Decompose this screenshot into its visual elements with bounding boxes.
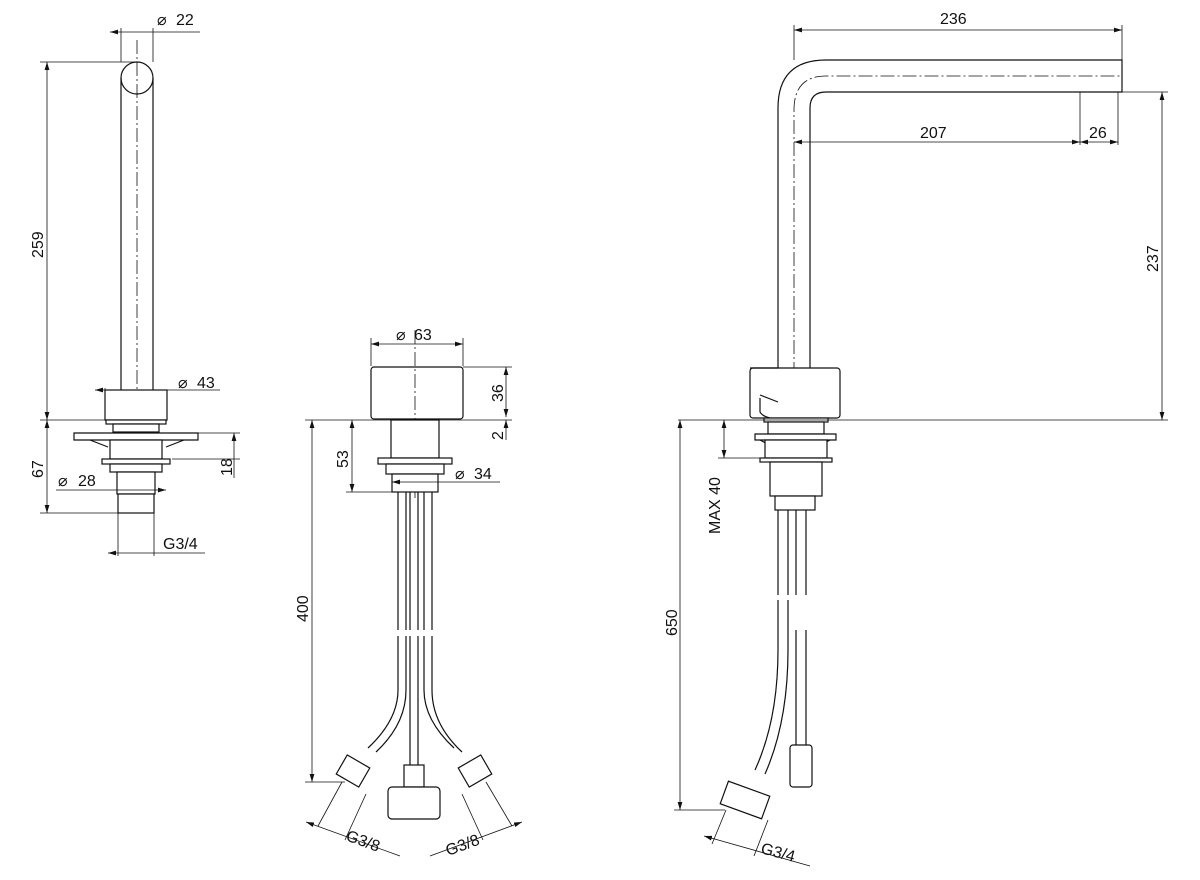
dim-base-diameter: 43: [197, 375, 215, 392]
dim-hose-length: 400: [295, 595, 312, 622]
dim-body-diameter: 63: [414, 327, 432, 344]
dim-below-deck: 53: [335, 450, 352, 468]
dim-height: 259: [30, 231, 47, 258]
dim-hose-length: 650: [664, 609, 681, 636]
dim-below-deck: 67: [30, 460, 47, 478]
dim-body-height: 36: [490, 384, 507, 402]
dim-deck-thickness: MAX 40: [707, 477, 724, 534]
side-view: ⌀ 22 259 ⌀ 43 67 ⌀ 28 18 G3/4: [30, 12, 240, 556]
dim-gap: 2: [490, 431, 507, 440]
dim-reach: 236: [940, 11, 967, 28]
dim-shank-diameter: 28: [78, 473, 96, 490]
dim-reach-inner: 207: [920, 125, 947, 142]
dim-thread: G3/4: [759, 840, 797, 865]
diameter-symbol: ⌀: [396, 327, 406, 344]
diameter-symbol: ⌀: [157, 12, 167, 29]
diameter-symbol: ⌀: [58, 473, 68, 490]
dim-height: 237: [1145, 245, 1162, 272]
dim-hose-thread-left: G3/8: [344, 828, 383, 856]
dim-hose-thread-right: G3/8: [444, 832, 483, 860]
dim-outlet: 26: [1089, 125, 1107, 142]
dim-spout-diameter: 22: [176, 12, 194, 29]
diameter-symbol: ⌀: [455, 466, 465, 483]
dim-thread: G3/4: [163, 536, 198, 553]
dim-shank-diameter: 34: [474, 466, 492, 483]
front-view: 236 207 26 237 MAX 40 650 G3/4: [664, 11, 1168, 867]
diameter-symbol: ⌀: [178, 375, 188, 392]
mixer-view: ⌀ 63 36 2 53 ⌀ 34 400 G3/8 G3/8: [295, 327, 523, 860]
dim-flange: 18: [219, 458, 236, 476]
